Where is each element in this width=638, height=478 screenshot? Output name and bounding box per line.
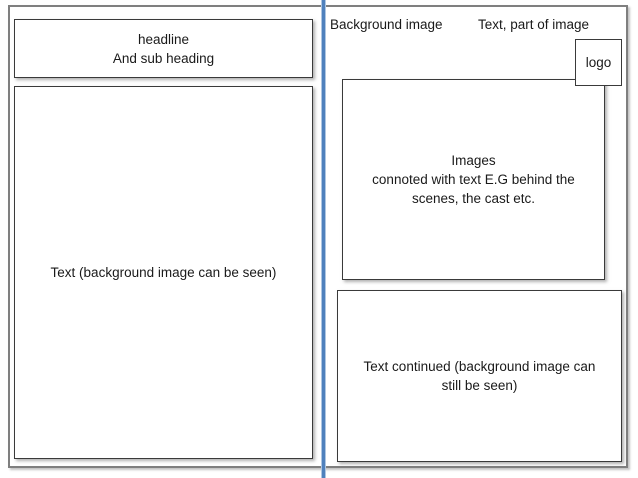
- images-box: Images connoted with text E.G behind the…: [342, 79, 605, 280]
- headline-box-label: headline And sub heading: [112, 31, 215, 66]
- text-part-of-image-label: Text, part of image: [478, 17, 590, 32]
- left-text-box-label: Text (background image can be seen): [50, 265, 277, 280]
- background-image-label: Background image: [330, 17, 443, 32]
- headline-box: headline And sub heading: [14, 19, 313, 78]
- left-text-box: Text (background image can be seen): [14, 86, 313, 459]
- logo-box: logo: [575, 39, 622, 86]
- page-divider-line: [322, 0, 325, 478]
- text-continued-box: Text continued (background image can sti…: [337, 290, 622, 462]
- images-box-label: Images connoted with text E.G behind the…: [372, 153, 575, 206]
- text-continued-box-label: Text continued (background image can sti…: [363, 359, 596, 393]
- logo-box-label: logo: [585, 55, 612, 70]
